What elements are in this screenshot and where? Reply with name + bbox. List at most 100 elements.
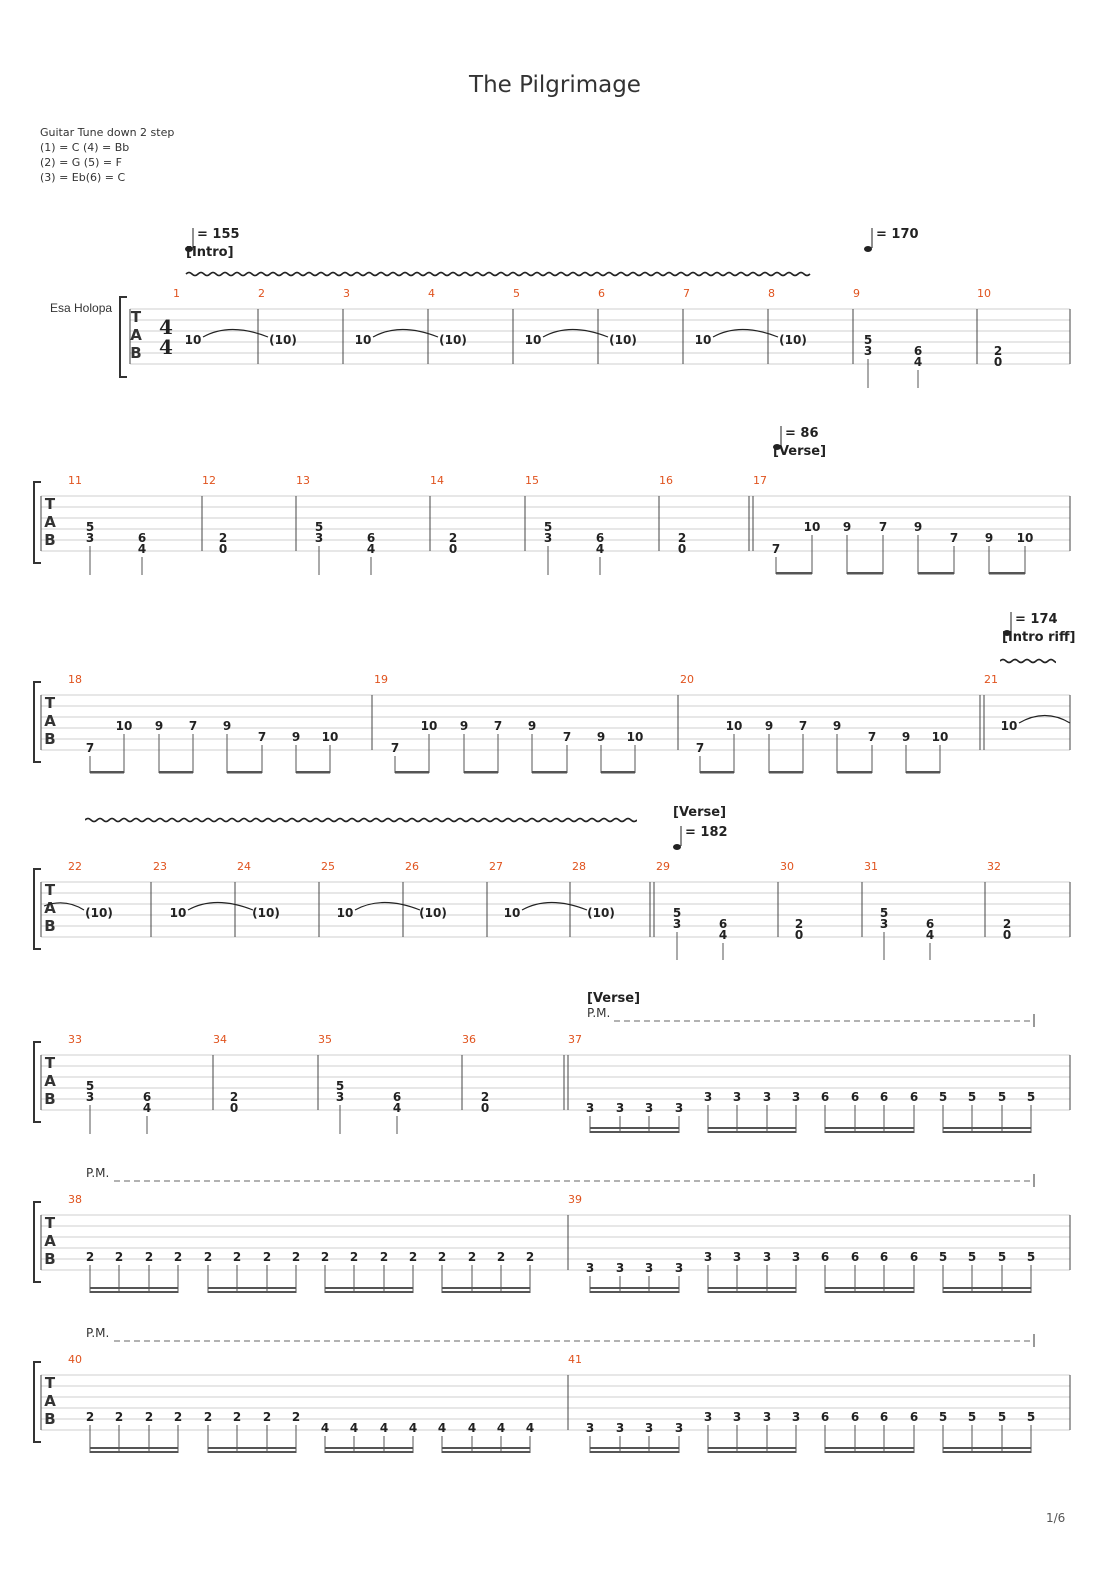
svg-text:2: 2 (438, 1250, 446, 1264)
svg-text:9: 9 (985, 531, 993, 545)
svg-text:= 155: = 155 (197, 227, 240, 242)
tab-letter: T (45, 881, 56, 899)
svg-text:(10): (10) (439, 333, 467, 347)
svg-text:0: 0 (219, 542, 227, 556)
svg-text:6: 6 (910, 1410, 918, 1424)
palm-mute-label: P.M. (587, 1006, 610, 1020)
svg-text:3: 3 (704, 1090, 712, 1104)
svg-text:3: 3 (733, 1090, 741, 1104)
svg-text:0: 0 (1003, 928, 1011, 942)
tempo-prefix: = (1015, 612, 1030, 627)
svg-text:5: 5 (86, 520, 94, 534)
track-name: Esa Holopa (50, 301, 112, 315)
svg-text:4: 4 (468, 1421, 476, 1435)
svg-text:3: 3 (792, 1410, 800, 1424)
svg-text:9: 9 (833, 719, 841, 733)
measure-number: 5 (513, 287, 520, 300)
svg-text:3: 3 (645, 1261, 653, 1275)
svg-text:6: 6 (880, 1090, 888, 1104)
svg-text:4: 4 (926, 928, 934, 942)
measure-number: 7 (683, 287, 690, 300)
svg-text:3: 3 (673, 917, 681, 931)
measure-number: 6 (598, 287, 605, 300)
measure-number: 30 (780, 860, 794, 873)
svg-text:5: 5 (939, 1090, 947, 1104)
tempo-marking: 155 (212, 227, 239, 242)
svg-text:5: 5 (315, 520, 323, 534)
measure-number: 38 (68, 1193, 82, 1206)
svg-text:6: 6 (596, 531, 604, 545)
tempo-prefix: = (876, 227, 891, 242)
svg-text:6: 6 (914, 344, 922, 358)
svg-text:10: 10 (932, 730, 949, 744)
svg-text:(10): (10) (252, 906, 280, 920)
measure-number: 11 (68, 474, 82, 487)
measure-number: 2 (258, 287, 265, 300)
svg-text:10: 10 (627, 730, 644, 744)
svg-text:6: 6 (910, 1090, 918, 1104)
svg-text:2: 2 (321, 1250, 329, 1264)
svg-text:9: 9 (914, 520, 922, 534)
svg-text:10: 10 (170, 906, 187, 920)
svg-text:3: 3 (86, 531, 94, 545)
svg-text:3: 3 (586, 1101, 594, 1115)
tempo-marking: 86 (800, 426, 818, 441)
tab-letter: T (45, 1054, 56, 1072)
measure-number: 17 (753, 474, 767, 487)
measure-number: 32 (987, 860, 1001, 873)
svg-text:6: 6 (880, 1410, 888, 1424)
tab-letter: A (44, 1392, 56, 1410)
svg-text:7: 7 (799, 719, 807, 733)
svg-text:9: 9 (528, 719, 536, 733)
svg-text:0: 0 (795, 928, 803, 942)
tab-letter: T (45, 1214, 56, 1232)
measure-number: 20 (680, 673, 694, 686)
svg-text:3: 3 (675, 1101, 683, 1115)
svg-text:9: 9 (843, 520, 851, 534)
svg-text:5: 5 (998, 1250, 1006, 1264)
svg-text:7: 7 (879, 520, 887, 534)
measure-number: 13 (296, 474, 310, 487)
svg-text:10: 10 (1001, 719, 1018, 733)
svg-text:7: 7 (258, 730, 266, 744)
svg-text:3: 3 (645, 1101, 653, 1115)
svg-text:3: 3 (733, 1250, 741, 1264)
svg-text:7: 7 (189, 719, 197, 733)
tuning-line: (3) = Eb(6) = C (40, 171, 126, 184)
measure-number: 25 (321, 860, 335, 873)
tuning-line: (1) = C (4) = Bb (40, 141, 130, 154)
svg-text:3: 3 (675, 1261, 683, 1275)
svg-text:10: 10 (116, 719, 133, 733)
tempo-marking: 174 (1030, 612, 1057, 627)
tab-letter: B (130, 344, 141, 362)
svg-text:10: 10 (185, 333, 202, 347)
svg-text:3: 3 (704, 1410, 712, 1424)
svg-text:5: 5 (86, 1079, 94, 1093)
measure-number: 19 (374, 673, 388, 686)
page-number: 1/6 (1046, 1511, 1066, 1525)
section-label: [Intro riff] (1002, 630, 1075, 645)
svg-text:(10): (10) (779, 333, 807, 347)
measure-number: 4 (428, 287, 435, 300)
svg-text:3: 3 (616, 1421, 624, 1435)
svg-text:4: 4 (393, 1101, 401, 1115)
tuning-line: (2) = G (5) = F (40, 156, 122, 169)
svg-text:2: 2 (481, 1090, 489, 1104)
tuning-heading: Guitar Tune down 2 step (40, 126, 175, 139)
tab-letter: B (44, 1410, 55, 1428)
svg-text:= 174: = 174 (1015, 612, 1058, 627)
svg-text:10: 10 (504, 906, 521, 920)
tab-letter: A (44, 712, 56, 730)
svg-text:10: 10 (695, 333, 712, 347)
svg-text:4: 4 (596, 542, 604, 556)
svg-text:10: 10 (726, 719, 743, 733)
svg-text:3: 3 (792, 1090, 800, 1104)
svg-text:7: 7 (696, 741, 704, 755)
svg-text:4: 4 (138, 542, 146, 556)
svg-text:2: 2 (174, 1250, 182, 1264)
svg-text:0: 0 (994, 355, 1002, 369)
tab-letter: B (44, 531, 55, 549)
svg-text:9: 9 (155, 719, 163, 733)
svg-text:5: 5 (968, 1250, 976, 1264)
measure-number: 8 (768, 287, 775, 300)
